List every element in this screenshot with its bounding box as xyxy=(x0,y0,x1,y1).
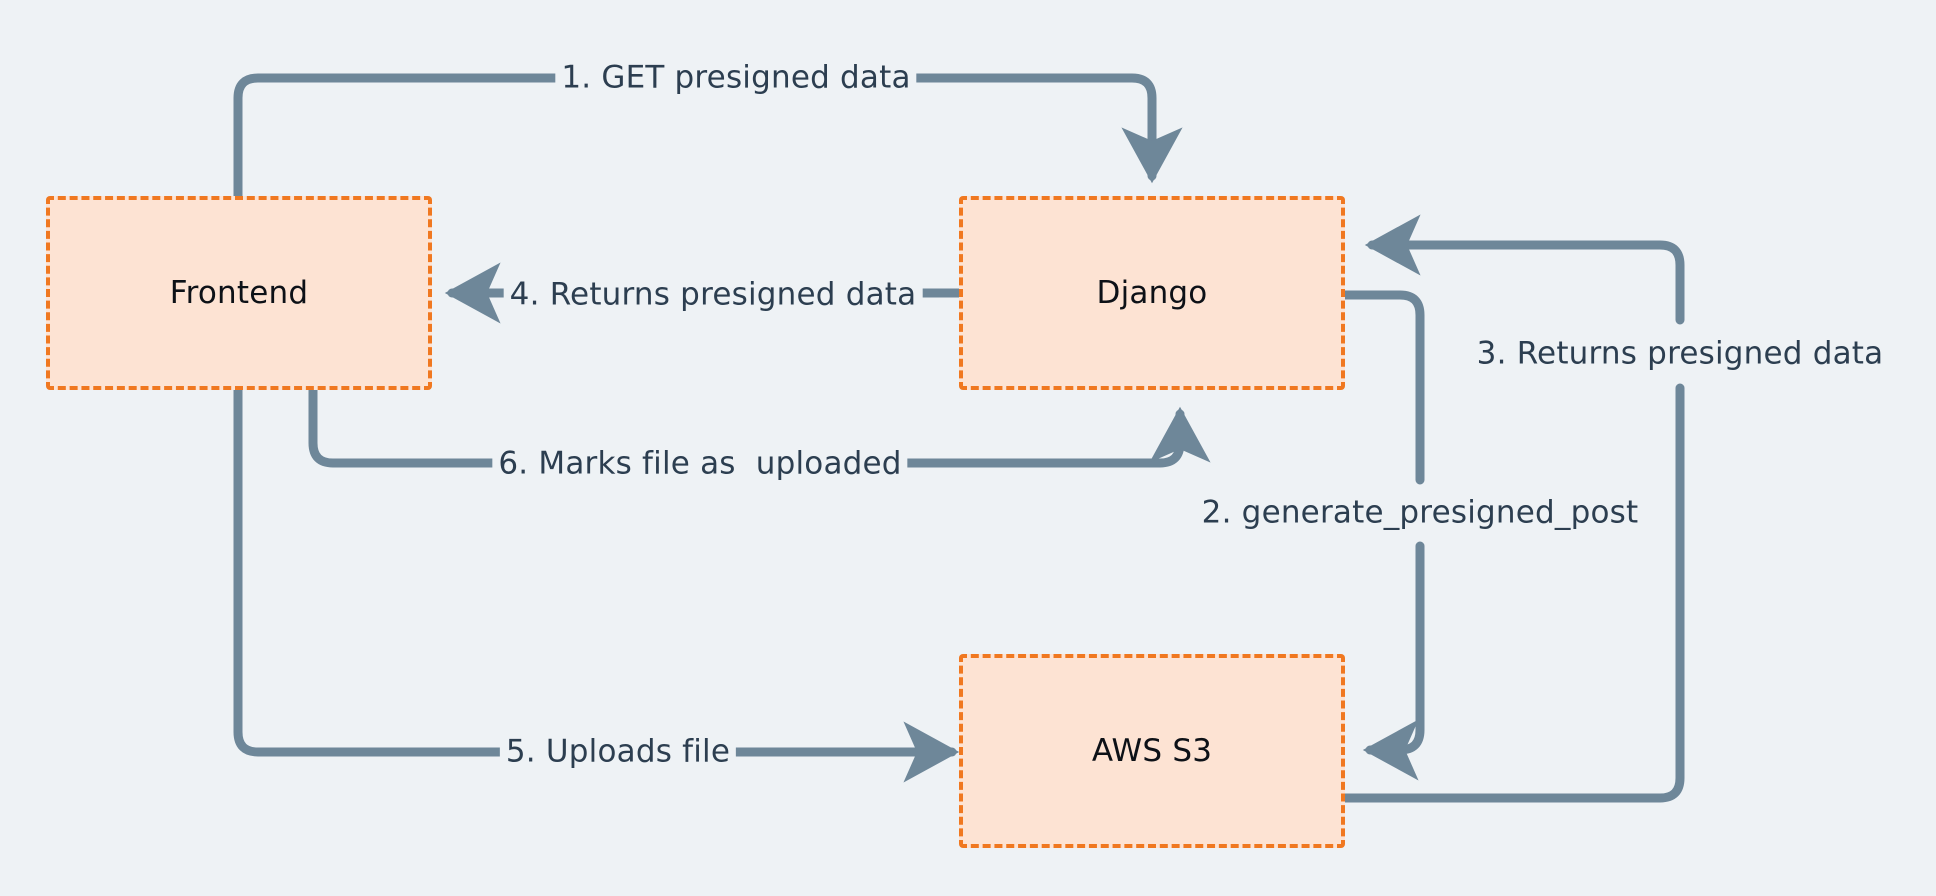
node-frontend[interactable]: Frontend xyxy=(46,196,432,390)
node-frontend-label: Frontend xyxy=(169,275,309,311)
edge-label-4: 4. Returns presigned data xyxy=(503,279,923,311)
edge-path-2 xyxy=(1340,290,1425,485)
edge-label-6: 6. Marks file as uploaded xyxy=(492,448,908,480)
edge-path-2b xyxy=(1362,541,1425,781)
edge-label-2: 2. generate_presigned_post xyxy=(1195,497,1645,529)
edge-path-3b xyxy=(1364,214,1685,325)
node-django[interactable]: Django xyxy=(959,196,1345,390)
edge-path-5 xyxy=(233,385,505,757)
node-s3-label: AWS S3 xyxy=(1091,733,1213,769)
node-django-label: Django xyxy=(1096,275,1208,311)
edge-label-1: 1. GET presigned data xyxy=(555,62,917,94)
edge-path-1b xyxy=(887,73,1183,184)
edge-path-6 xyxy=(308,385,505,468)
edge-path-6b xyxy=(895,406,1211,468)
edge-path-1 xyxy=(233,73,585,201)
node-s3[interactable]: AWS S3 xyxy=(959,654,1345,848)
edge-label-5: 5. Uploads file xyxy=(499,736,737,768)
edge-label-3: 3. Returns presigned data xyxy=(1470,338,1890,370)
edge-path-3 xyxy=(1340,383,1685,803)
